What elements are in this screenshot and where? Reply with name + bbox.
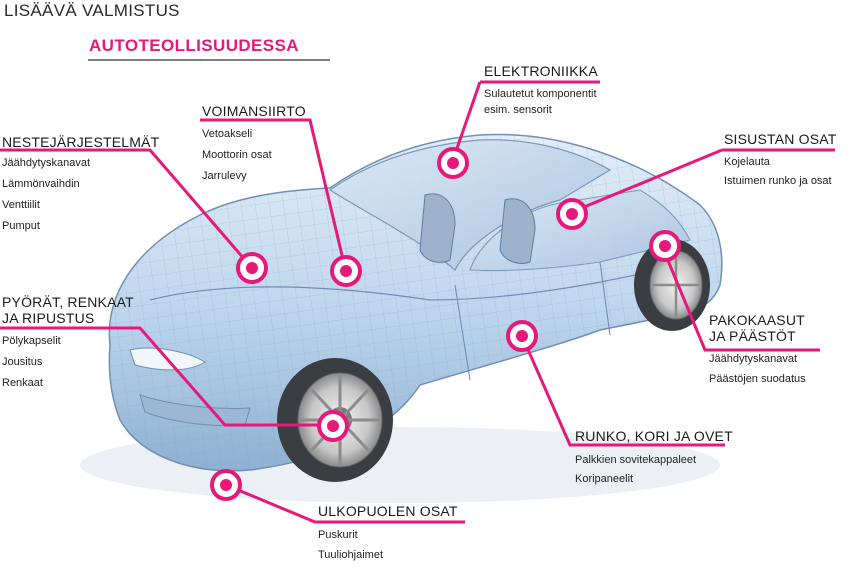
item: Sulautetut komponentit xyxy=(484,88,597,100)
label-pyorat: PYÖRÄT, RENKAAT JA RIPUSTUS Pölykapselit… xyxy=(2,294,134,397)
line-voimansiirto xyxy=(200,118,347,269)
item: Jarrulevy xyxy=(202,170,247,182)
heading: JA RIPUSTUS xyxy=(2,310,95,326)
heading: PAKOKAASUT xyxy=(709,312,805,328)
heading: PYÖRÄT, RENKAAT xyxy=(2,294,134,310)
label-pakokaasut: PAKOKAASUT JA PÄÄSTÖT Jäähdytyskanavat P… xyxy=(709,312,806,392)
target-marker-pakokaasut xyxy=(649,230,681,262)
item: Päästöjen suodatus xyxy=(709,373,806,385)
heading: ELEKTRONIIKKA xyxy=(484,63,598,79)
item: Koripaneelit xyxy=(575,473,634,485)
item: Pölykapselit xyxy=(2,335,61,347)
target-marker-pyorat xyxy=(317,410,349,442)
heading: JA PÄÄSTÖT xyxy=(709,328,796,344)
line-runko xyxy=(520,335,725,447)
item: Jäähdytyskanavat xyxy=(2,157,91,169)
item: Pumput xyxy=(2,220,40,232)
item: Kojelauta xyxy=(724,156,770,168)
target-marker-elektroniikka xyxy=(437,147,469,179)
heading: SISUSTAN OSAT xyxy=(724,131,837,147)
callout-lines xyxy=(0,59,835,524)
target-marker-ulkopuolen xyxy=(210,469,242,501)
target-marker-runko xyxy=(506,320,538,352)
door-line xyxy=(454,261,611,381)
item: Renkaat xyxy=(2,377,43,389)
label-voimansiirto: VOIMANSIIRTO Vetoakseli Moottorin osat J… xyxy=(202,103,306,190)
item: Moottorin osat xyxy=(202,149,272,161)
title-line-1: LISÄÄVÄ VALMISTUS xyxy=(4,1,180,20)
label-runko: RUNKO, KORI JA OVET Palkkien sovitekappa… xyxy=(575,428,733,491)
target-marker-voimansiirto xyxy=(330,255,362,287)
seat-front xyxy=(419,193,456,263)
item: Lämmönvaihdin xyxy=(2,178,80,190)
heading: VOIMANSIIRTO xyxy=(202,103,306,119)
label-elektroniikka: ELEKTRONIIKKA Sulautetut komponentit esi… xyxy=(484,63,598,119)
line-elektroniikka xyxy=(451,80,600,161)
title-line-2: AUTOTEOLLISUUDESSA xyxy=(89,36,299,55)
target-marker-sisustan-osat xyxy=(556,198,588,230)
line-ulkopuolen xyxy=(225,483,465,524)
line-nestejarjestelmat xyxy=(0,148,254,269)
label-ulkopuolen-osat: ULKOPUOLEN OSAT Puskurit Tuuliohjaimet xyxy=(318,503,458,568)
item: Venttiilit xyxy=(2,199,40,211)
item: Jousitus xyxy=(2,356,43,368)
item: esim. sensorit xyxy=(484,104,552,116)
item: Tuuliohjaimet xyxy=(318,549,384,561)
line-sisustan-osat xyxy=(571,148,835,214)
heading: NESTEJÄRJESTELMÄT xyxy=(2,134,160,150)
line-pyorat xyxy=(0,326,330,427)
item: Jäähdytyskanavat xyxy=(709,353,798,365)
shoulder-line xyxy=(149,259,701,301)
label-nestejarjestelmat: NESTEJÄRJESTELMÄT Jäähdytyskanavat Lämmö… xyxy=(2,134,159,240)
item: Vetoakseli xyxy=(202,128,253,140)
label-sisustan-osat: SISUSTAN OSAT Kojelauta Istuimen runko j… xyxy=(724,131,837,193)
windshield xyxy=(328,139,612,271)
seat-rear xyxy=(499,198,536,264)
item: Palkkien sovitekappaleet xyxy=(575,454,697,466)
heading: RUNKO, KORI JA OVET xyxy=(575,428,733,444)
heading: ULKOPUOLEN OSAT xyxy=(318,503,458,519)
item: Puskurit xyxy=(318,529,358,541)
item: Istuimen runko ja osat xyxy=(724,175,832,187)
rear-wheel xyxy=(634,239,710,331)
target-markers xyxy=(210,147,681,501)
line-pakokaasut xyxy=(660,245,820,352)
target-marker-nestejarjestelmat xyxy=(236,252,268,284)
